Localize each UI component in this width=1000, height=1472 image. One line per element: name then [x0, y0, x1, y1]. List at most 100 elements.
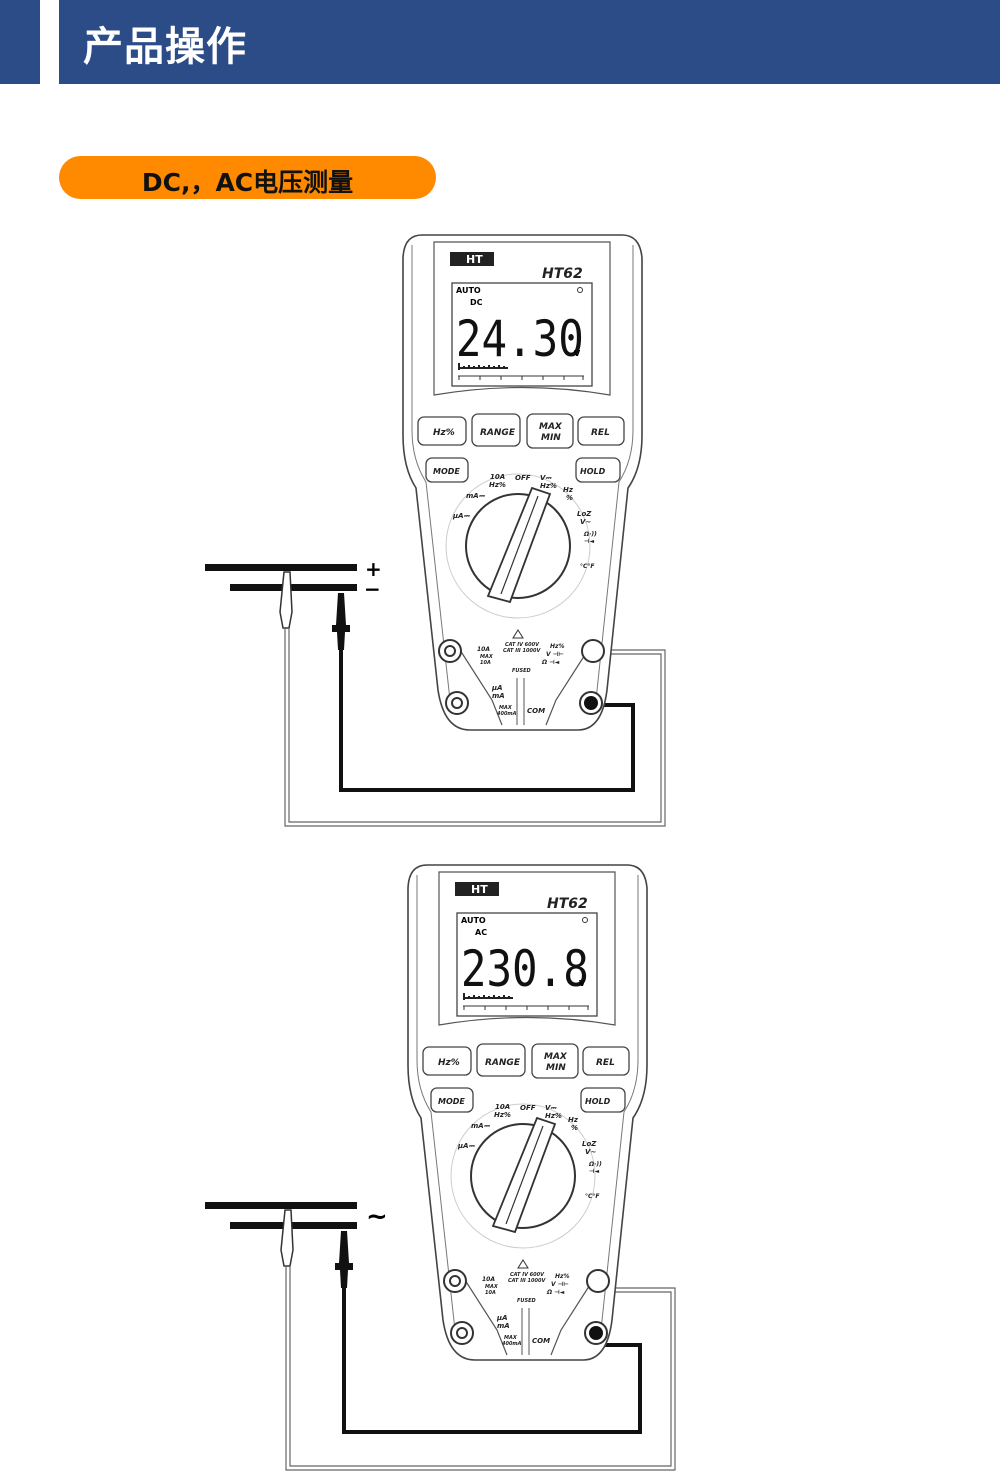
label-ua: µA — [496, 1314, 508, 1322]
brand-logo — [450, 252, 494, 266]
terminal-com[interactable] — [579, 691, 603, 715]
terminal-panel-edge — [459, 649, 589, 726]
terminal-divider — [521, 1308, 530, 1355]
dc-wiring: + − — [205, 557, 666, 827]
lcd-mode: DC — [470, 298, 483, 307]
rel-button[interactable]: REL — [577, 416, 625, 446]
brand-text: HT — [466, 253, 483, 266]
auto-power-icon — [577, 287, 583, 293]
terminal-v[interactable] — [581, 639, 605, 663]
red-test-lead — [285, 1266, 676, 1471]
warning-icon — [512, 629, 524, 639]
label-ua: µA — [491, 684, 503, 692]
section-label: DC,，AC电压测量 — [59, 156, 436, 199]
neutral-bus-bar — [230, 1222, 357, 1229]
ac-wiring: ~ — [205, 1202, 676, 1471]
dial-temp: °C°F — [585, 1193, 600, 1200]
label-cat-iii: CAT III 1000V — [503, 648, 541, 654]
plus-sign: + — [365, 557, 382, 581]
lcd-auto: AUTO — [461, 916, 486, 925]
dial-hz1: Hz% — [489, 481, 506, 489]
dial-ring — [445, 473, 591, 619]
hold-button[interactable]: HOLD — [575, 457, 621, 483]
dial-hz2: Hz% — [540, 482, 557, 490]
hold-button[interactable]: HOLD — [580, 1087, 626, 1113]
brand-logo — [455, 882, 499, 896]
dial-off: OFF — [515, 474, 531, 482]
label-ohm: Ω ⊣◄ — [541, 659, 560, 666]
dial-loz: LoZ — [577, 510, 592, 518]
lcd-mode: AC — [475, 928, 487, 937]
terminal-ua-ma[interactable] — [450, 1321, 474, 1345]
mode-button[interactable]: MODE — [425, 457, 469, 483]
terminal-10a[interactable] — [438, 639, 462, 663]
warning-icon — [517, 1259, 529, 1269]
lcd-bargraph — [463, 993, 513, 1000]
red-probe — [280, 1209, 294, 1267]
dial-ring — [450, 1103, 596, 1249]
dial-ma: mA⎓ — [466, 492, 486, 500]
mode-button-label: MODE — [438, 1097, 465, 1106]
dial-diode: ⊣◄ — [589, 1168, 599, 1175]
dial-pct: % — [566, 494, 573, 502]
label-com: COM — [527, 707, 545, 715]
line-bus-bar — [205, 1202, 357, 1209]
black-probe — [332, 593, 350, 650]
rotary-selector[interactable] — [465, 486, 571, 604]
label-hz: Hz% — [550, 643, 565, 650]
dial-hz: Hz — [563, 486, 574, 494]
black-test-lead — [342, 1288, 642, 1434]
label-10a: 10A — [482, 1276, 495, 1283]
dial-vdc: V⎓ — [545, 1104, 557, 1112]
dial-ohm: Ω·)) — [588, 1161, 602, 1168]
mode-button[interactable]: MODE — [430, 1087, 474, 1113]
brand-text: HT — [471, 883, 488, 896]
label-hz: Hz% — [555, 1273, 570, 1280]
label-max: MAX — [485, 1284, 499, 1290]
dial-lozv: V~ — [580, 518, 591, 526]
hold-button-label: HOLD — [585, 1097, 611, 1106]
dial-vdc: V⎓ — [540, 474, 552, 482]
dial-pct: % — [571, 1124, 578, 1132]
terminal-v[interactable] — [586, 1269, 610, 1293]
dial-ohm: Ω·)) — [583, 531, 597, 538]
max-label: MAX — [544, 1052, 568, 1062]
mode-button-label: MODE — [433, 467, 460, 476]
section-title: DC,，AC电压测量 — [141, 168, 354, 197]
label-400ma: 400mA — [497, 711, 517, 717]
dial-10a: 10A — [490, 473, 505, 481]
hz-button-label: Hz% — [438, 1058, 460, 1068]
lcd-bargraph-scale — [463, 1005, 589, 1010]
dial-diode: ⊣◄ — [584, 538, 594, 545]
hold-button-label: HOLD — [580, 467, 606, 476]
lcd-reading: 230.8 — [461, 940, 589, 998]
label-com: COM — [532, 1337, 550, 1345]
dial-hz1: Hz% — [494, 1111, 511, 1119]
ac-sign: ~ — [366, 1202, 388, 1232]
lcd-bargraph-scale — [458, 375, 584, 380]
min-label: MIN — [546, 1063, 566, 1073]
dial-ua: µA⎓ — [452, 512, 471, 520]
lcd-unit: V — [574, 349, 581, 358]
terminal-com[interactable] — [584, 1321, 608, 1345]
red-probe — [279, 571, 293, 629]
dial-loz: LoZ — [582, 1140, 597, 1148]
label-ohm: Ω ⊣◄ — [546, 1289, 565, 1296]
rel-button[interactable]: REL — [582, 1046, 630, 1076]
terminal-ua-ma[interactable] — [445, 691, 469, 715]
rotary-selector[interactable] — [470, 1116, 576, 1234]
multimeter-ac: HT HT62 AUTO AC 230.8 V Hz% RANGE MAXMIN… — [407, 864, 648, 1361]
hz-percent-button[interactable]: Hz% — [417, 416, 467, 446]
label-cat-iii: CAT III 1000V — [508, 1278, 546, 1284]
max-label: MAX — [539, 422, 563, 432]
min-label: MIN — [541, 433, 561, 443]
terminal-10a[interactable] — [443, 1269, 467, 1293]
label-400ma: 400mA — [502, 1341, 522, 1347]
range-button[interactable]: RANGE — [471, 413, 521, 447]
label-max2: MAX — [504, 1335, 518, 1341]
hz-percent-button[interactable]: Hz% — [422, 1046, 472, 1076]
range-button[interactable]: RANGE — [476, 1043, 526, 1077]
dial-hz: Hz — [568, 1116, 579, 1124]
